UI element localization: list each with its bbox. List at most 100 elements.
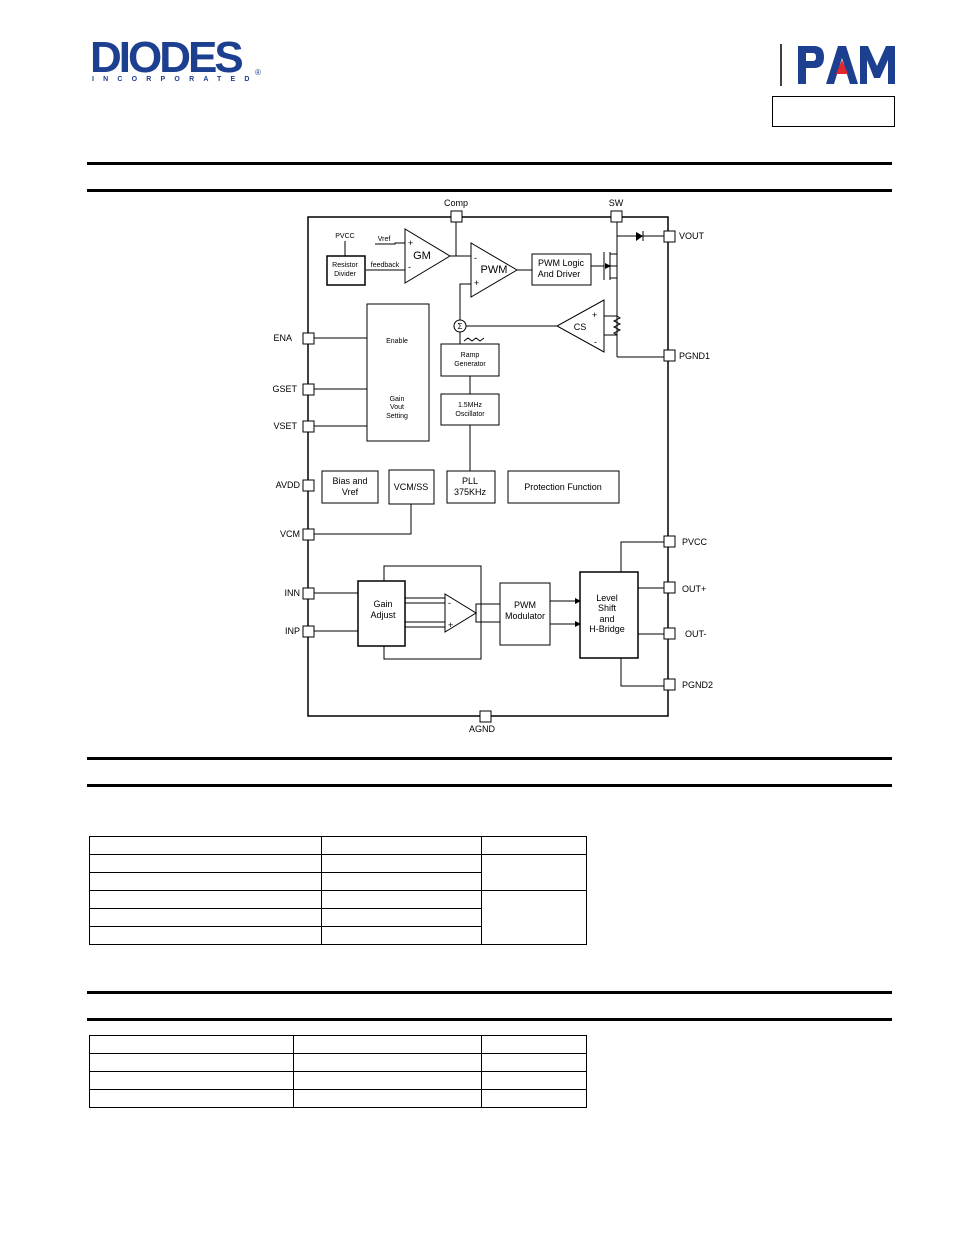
oscillator-line2: Oscillator bbox=[455, 411, 485, 418]
table-cell bbox=[320, 836, 483, 855]
pwm-logic-line1: PWM Logic bbox=[538, 258, 585, 268]
pin-inp: INP bbox=[285, 626, 300, 636]
bias-vref-line2: Vref bbox=[342, 487, 359, 497]
gain-adjust-line1: Gain bbox=[373, 599, 392, 609]
level-shift-line1: Level bbox=[596, 593, 618, 603]
part-number-box bbox=[772, 96, 895, 127]
table-row bbox=[89, 872, 587, 891]
svg-text:Σ: Σ bbox=[458, 322, 463, 331]
table-row bbox=[89, 908, 587, 927]
pwm-plus: + bbox=[474, 278, 479, 288]
table-cell bbox=[89, 1089, 294, 1108]
pin-inn: INN bbox=[285, 588, 301, 598]
ramp-generator-line2: Generator bbox=[454, 361, 486, 368]
bias-vref-line1: Bias and bbox=[332, 476, 367, 486]
table-cell bbox=[481, 1053, 587, 1072]
table-2 bbox=[89, 1035, 587, 1108]
pwm-modulator-line1: PWM bbox=[514, 600, 536, 610]
diodes-logo-subtitle: INCORPORATED bbox=[92, 76, 259, 83]
pin-pvcc: PVCC bbox=[682, 537, 708, 547]
pll-line1: PLL bbox=[462, 476, 478, 486]
pin-sw: SW bbox=[609, 198, 624, 208]
pwm-modulator-line2: Modulator bbox=[505, 611, 545, 621]
pin-ena: ENA bbox=[273, 333, 292, 343]
pin-vset: VSET bbox=[273, 421, 297, 431]
pwm-logic-line2: And Driver bbox=[538, 269, 581, 279]
table-cell bbox=[481, 1089, 587, 1108]
level-shift-line4: H-Bridge bbox=[589, 624, 625, 634]
amp-minus: - bbox=[448, 598, 451, 608]
gain-vout-setting-line2: Vout bbox=[390, 404, 404, 411]
cs-plus: + bbox=[592, 310, 597, 320]
pll-line2: 375KHz bbox=[454, 487, 487, 497]
table-cell bbox=[320, 854, 483, 873]
gm-minus: - bbox=[408, 262, 411, 272]
pwm-minus: - bbox=[474, 253, 477, 263]
gain-adjust-line2: Adjust bbox=[370, 610, 396, 620]
table-cell bbox=[89, 836, 322, 855]
enable-label: Enable bbox=[386, 338, 408, 345]
cs-label: CS bbox=[574, 322, 587, 332]
feedback-label: feedback bbox=[371, 262, 400, 269]
vcm-ss-label: VCM/SS bbox=[394, 482, 429, 492]
section-rule-table2 bbox=[87, 1018, 892, 1021]
pin-agnd: AGND bbox=[469, 724, 496, 734]
section-rule-lower bbox=[87, 991, 892, 994]
protection-label: Protection Function bbox=[524, 482, 602, 492]
table-cell bbox=[292, 1053, 483, 1072]
table-cell bbox=[481, 854, 587, 891]
table-cell bbox=[89, 1035, 294, 1054]
table-cell bbox=[320, 890, 483, 909]
level-shift-line2: Shift bbox=[598, 603, 617, 613]
amp-plus: + bbox=[448, 620, 453, 630]
pin-pgnd2: PGND2 bbox=[682, 680, 713, 690]
pin-gset: GSET bbox=[272, 384, 297, 394]
table-cell bbox=[89, 1071, 294, 1090]
table-cell bbox=[481, 1035, 587, 1054]
oscillator-line1: 1.5MHz bbox=[458, 402, 483, 409]
pin-comp: Comp bbox=[444, 198, 468, 208]
table-cell bbox=[320, 908, 483, 927]
table-cell bbox=[292, 1035, 483, 1054]
gain-vout-setting-line3: Setting bbox=[386, 413, 408, 420]
pin-vcm: VCM bbox=[280, 529, 300, 539]
pin-out-minus: OUT- bbox=[685, 629, 707, 639]
table-cell bbox=[292, 1089, 483, 1108]
table-row bbox=[89, 1035, 587, 1054]
table-row bbox=[89, 836, 587, 855]
ramp-generator-line1: Ramp bbox=[461, 352, 480, 359]
pin-vout: VOUT bbox=[679, 231, 705, 241]
table-row bbox=[89, 854, 587, 891]
diodes-logo: DIODES INCORPORATED ® bbox=[90, 33, 261, 84]
table-row bbox=[89, 1071, 587, 1090]
diodes-logo-word: DIODES bbox=[90, 33, 244, 82]
pin-pgnd1: PGND1 bbox=[679, 351, 710, 361]
section-rule-mid bbox=[87, 757, 892, 760]
table-cell bbox=[89, 872, 322, 891]
gain-vout-setting-line1: Gain bbox=[390, 396, 405, 403]
gm-plus: + bbox=[408, 238, 413, 248]
section-rule-top bbox=[87, 162, 892, 165]
section-rule-table1 bbox=[87, 784, 892, 787]
resistor-divider-line2: Divider bbox=[334, 271, 356, 278]
table-cell bbox=[292, 1071, 483, 1090]
table-cell bbox=[320, 872, 483, 891]
table-cell bbox=[89, 854, 322, 873]
resistor-divider-line1: Resistor bbox=[332, 262, 358, 269]
pin-out-plus: OUT+ bbox=[682, 584, 706, 594]
table-cell bbox=[481, 836, 587, 855]
section-rule-diagram bbox=[87, 189, 892, 192]
table-cell bbox=[481, 1071, 587, 1090]
registered-mark: ® bbox=[255, 68, 261, 77]
table-cell bbox=[89, 908, 322, 927]
table-row bbox=[89, 926, 587, 945]
block-diagram: Comp SW VOUT PGND1 PVCC OUT+ OUT- PGND2 … bbox=[266, 190, 722, 740]
table-cell bbox=[89, 1053, 294, 1072]
table-row bbox=[89, 1053, 587, 1072]
gm-label: GM bbox=[413, 250, 431, 262]
table-1 bbox=[89, 836, 587, 945]
table-cell bbox=[481, 890, 587, 945]
table-cell bbox=[89, 926, 322, 945]
table-cell bbox=[320, 926, 483, 945]
table-row bbox=[89, 1089, 587, 1108]
